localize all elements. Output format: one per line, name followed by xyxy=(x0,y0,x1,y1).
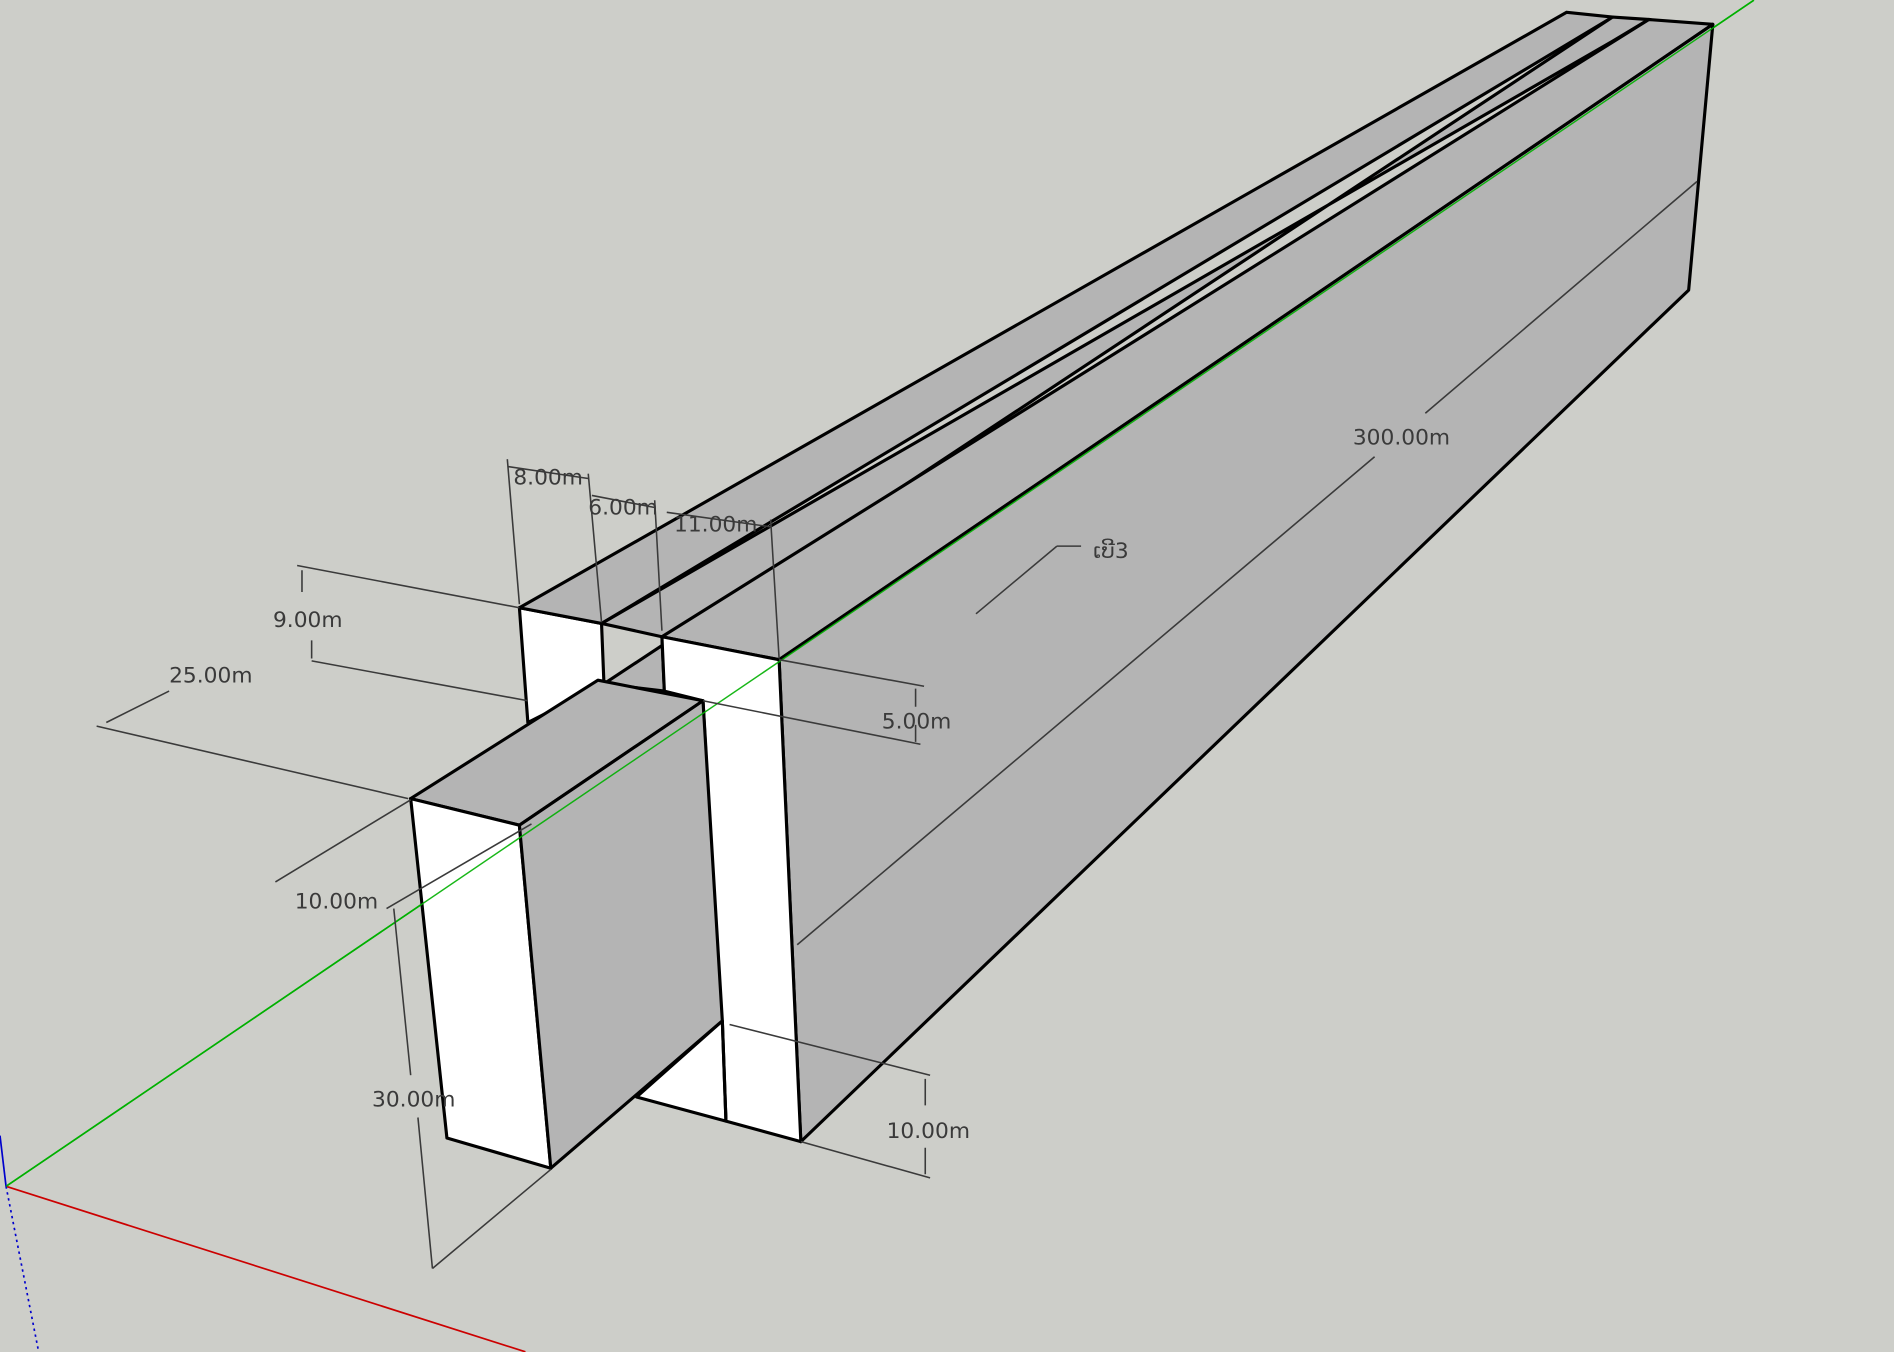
dimension-5m[interactable]: 5.00m xyxy=(882,710,952,735)
dimension-8m[interactable]: 8.00m xyxy=(513,466,583,491)
dimension-9m[interactable]: 9.00m xyxy=(273,608,343,633)
front-block-side-face[interactable] xyxy=(517,699,724,1170)
green-axis-overlay xyxy=(5,0,1755,1187)
dimension-30m[interactable]: 30.00m xyxy=(372,1088,455,1113)
main-beam-side-face[interactable] xyxy=(777,22,1715,1144)
dimension-25m[interactable]: 25.00m xyxy=(169,664,252,689)
dimension-300m[interactable]: 300.00m xyxy=(1353,426,1450,451)
blue-axis-negative xyxy=(5,1186,40,1352)
red-axis xyxy=(5,1185,526,1352)
dimension-11m[interactable]: 11.00m xyxy=(674,513,757,538)
dimension-10m-left[interactable]: 10.00m xyxy=(295,890,378,915)
blue-axis xyxy=(0,1135,7,1187)
text-label[interactable]: ເບີ3 xyxy=(1093,538,1129,564)
dimension-10m-bottom[interactable]: 10.00m xyxy=(887,1119,970,1144)
edge xyxy=(720,1020,728,1122)
dimension-6m[interactable]: 6.00m xyxy=(588,496,658,521)
dimension-lines xyxy=(96,180,1698,1270)
